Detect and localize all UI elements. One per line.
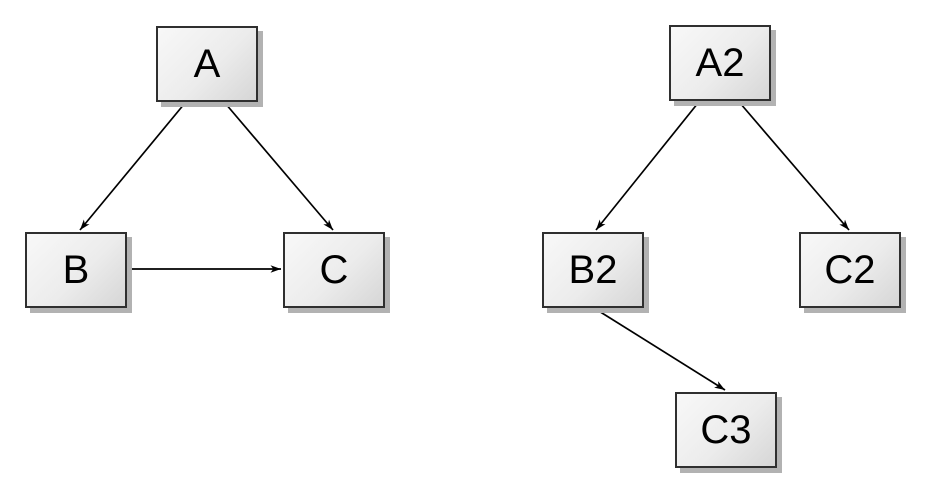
node-A: A <box>156 26 258 102</box>
node-B: B <box>25 232 127 308</box>
edge-A-B <box>79 102 186 231</box>
edge-group <box>79 102 850 391</box>
node-B2: B2 <box>542 232 644 308</box>
node-A2: A2 <box>669 25 771 101</box>
node-C2: C2 <box>799 232 901 308</box>
edge-A2-B2 <box>595 102 699 231</box>
node-C: C <box>283 232 385 308</box>
edge-A-C <box>224 102 334 231</box>
edge-A2-C2 <box>739 102 850 231</box>
node-C3: C3 <box>675 392 777 468</box>
edge-B2-C3 <box>593 307 726 391</box>
